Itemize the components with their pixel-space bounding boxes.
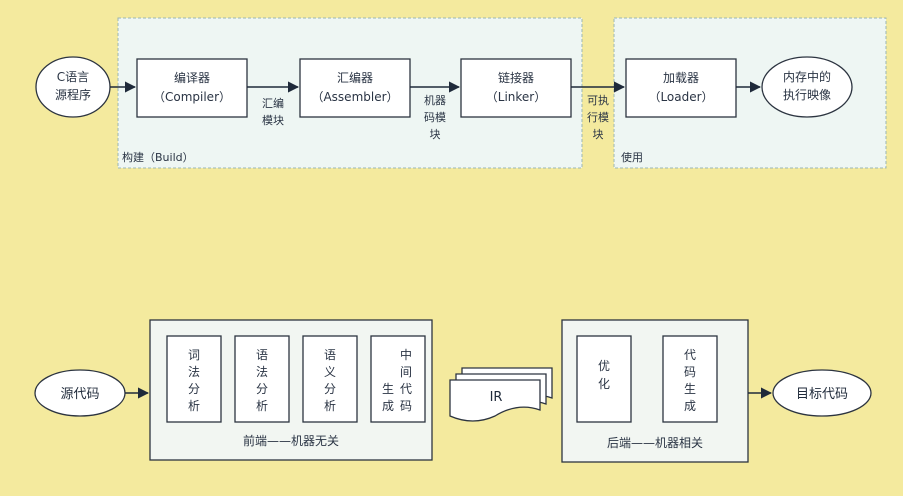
memory-image-line1: 内存中的 bbox=[783, 69, 831, 84]
ir-document-stack: IR bbox=[449, 367, 553, 422]
optimize-box: 优 化 bbox=[576, 335, 632, 423]
exe-module-line3: 块 bbox=[593, 128, 604, 141]
loader-box: 加载器 （Loader） bbox=[625, 58, 737, 118]
linker-box: 链接器 （Linker） bbox=[460, 58, 572, 118]
linker-line1: 链接器 bbox=[498, 70, 534, 85]
intermediate-char5: 成 bbox=[382, 399, 394, 413]
syntax-char4: 析 bbox=[256, 399, 268, 413]
asm-module-line1: 汇编 bbox=[262, 96, 284, 110]
obj-module-line3: 块 bbox=[430, 128, 441, 141]
compiler-line1: 编译器 bbox=[174, 70, 210, 85]
loader-line1: 加载器 bbox=[663, 71, 699, 85]
exe-module-line2: 行模 bbox=[587, 111, 609, 124]
lexical-char4: 析 bbox=[188, 399, 200, 413]
syntax-analysis-box: 语 法 分 析 bbox=[234, 335, 290, 423]
intermediate-char6: 码 bbox=[400, 399, 412, 413]
syntax-char2: 法 bbox=[256, 365, 268, 379]
intermediate-char1: 中 bbox=[400, 347, 412, 362]
source-code-node: 源代码 bbox=[34, 369, 126, 417]
assembler-box: 汇编器 （Assembler） bbox=[299, 58, 411, 118]
codegen-char1: 代 bbox=[684, 348, 696, 362]
c-source-node: C语言 源程序 bbox=[35, 56, 111, 118]
intermediate-code-box: 中 间 生 代 成 码 bbox=[370, 335, 426, 423]
codegen-char4: 成 bbox=[684, 399, 696, 413]
frontend-label: 前端——机器无关 bbox=[243, 433, 339, 448]
obj-module-line1: 机器 bbox=[424, 93, 446, 107]
lexical-analysis-box: 词 法 分 析 bbox=[166, 335, 222, 423]
code-generation-box: 代 码 生 成 bbox=[662, 335, 718, 423]
asm-module-line2: 模块 bbox=[262, 114, 284, 127]
ir-label: IR bbox=[490, 390, 503, 405]
use-label: 使用 bbox=[621, 151, 643, 164]
intermediate-char4: 代 bbox=[400, 382, 412, 396]
semantic-char3: 分 bbox=[324, 382, 336, 396]
codegen-char3: 生 bbox=[684, 382, 696, 396]
target-code-node: 目标代码 bbox=[772, 369, 872, 417]
c-source-line2: 源程序 bbox=[55, 87, 91, 102]
compiler-box: 编译器 （Compiler） bbox=[136, 58, 248, 118]
assembler-line1: 汇编器 bbox=[337, 70, 373, 85]
obj-module-line2: 码模 bbox=[424, 111, 446, 124]
intermediate-char3: 生 bbox=[382, 382, 394, 396]
syntax-char3: 分 bbox=[256, 382, 268, 396]
intermediate-char2: 间 bbox=[400, 365, 412, 379]
semantic-analysis-box: 语 义 分 析 bbox=[302, 335, 358, 423]
memory-image-node: 内存中的 执行映像 bbox=[761, 56, 853, 118]
assembler-line2: （Assembler） bbox=[311, 90, 398, 104]
compiler-line2: （Compiler） bbox=[153, 90, 231, 104]
semantic-char2: 义 bbox=[324, 365, 336, 379]
c-source-line1: C语言 bbox=[57, 70, 89, 84]
lexical-char1: 词 bbox=[188, 348, 200, 362]
backend-label: 后端——机器相关 bbox=[607, 436, 703, 450]
semantic-char1: 语 bbox=[324, 348, 336, 362]
memory-image-line2: 执行映像 bbox=[783, 88, 831, 102]
lexical-char2: 法 bbox=[188, 365, 200, 379]
syntax-char1: 语 bbox=[256, 348, 268, 362]
optimize-char1: 优 bbox=[598, 359, 610, 373]
loader-line2: （Loader） bbox=[648, 90, 713, 104]
build-label: 构建（Build） bbox=[122, 150, 194, 164]
optimize-char2: 化 bbox=[598, 377, 610, 391]
exe-module-line1: 可执 bbox=[587, 93, 609, 107]
codegen-char2: 码 bbox=[684, 365, 696, 379]
ir-page-front bbox=[449, 379, 541, 422]
lexical-char3: 分 bbox=[188, 382, 200, 396]
target-code-label: 目标代码 bbox=[796, 387, 848, 402]
semantic-char4: 析 bbox=[324, 399, 336, 413]
linker-line2: （Linker） bbox=[486, 90, 546, 104]
source-code-label: 源代码 bbox=[60, 387, 99, 402]
